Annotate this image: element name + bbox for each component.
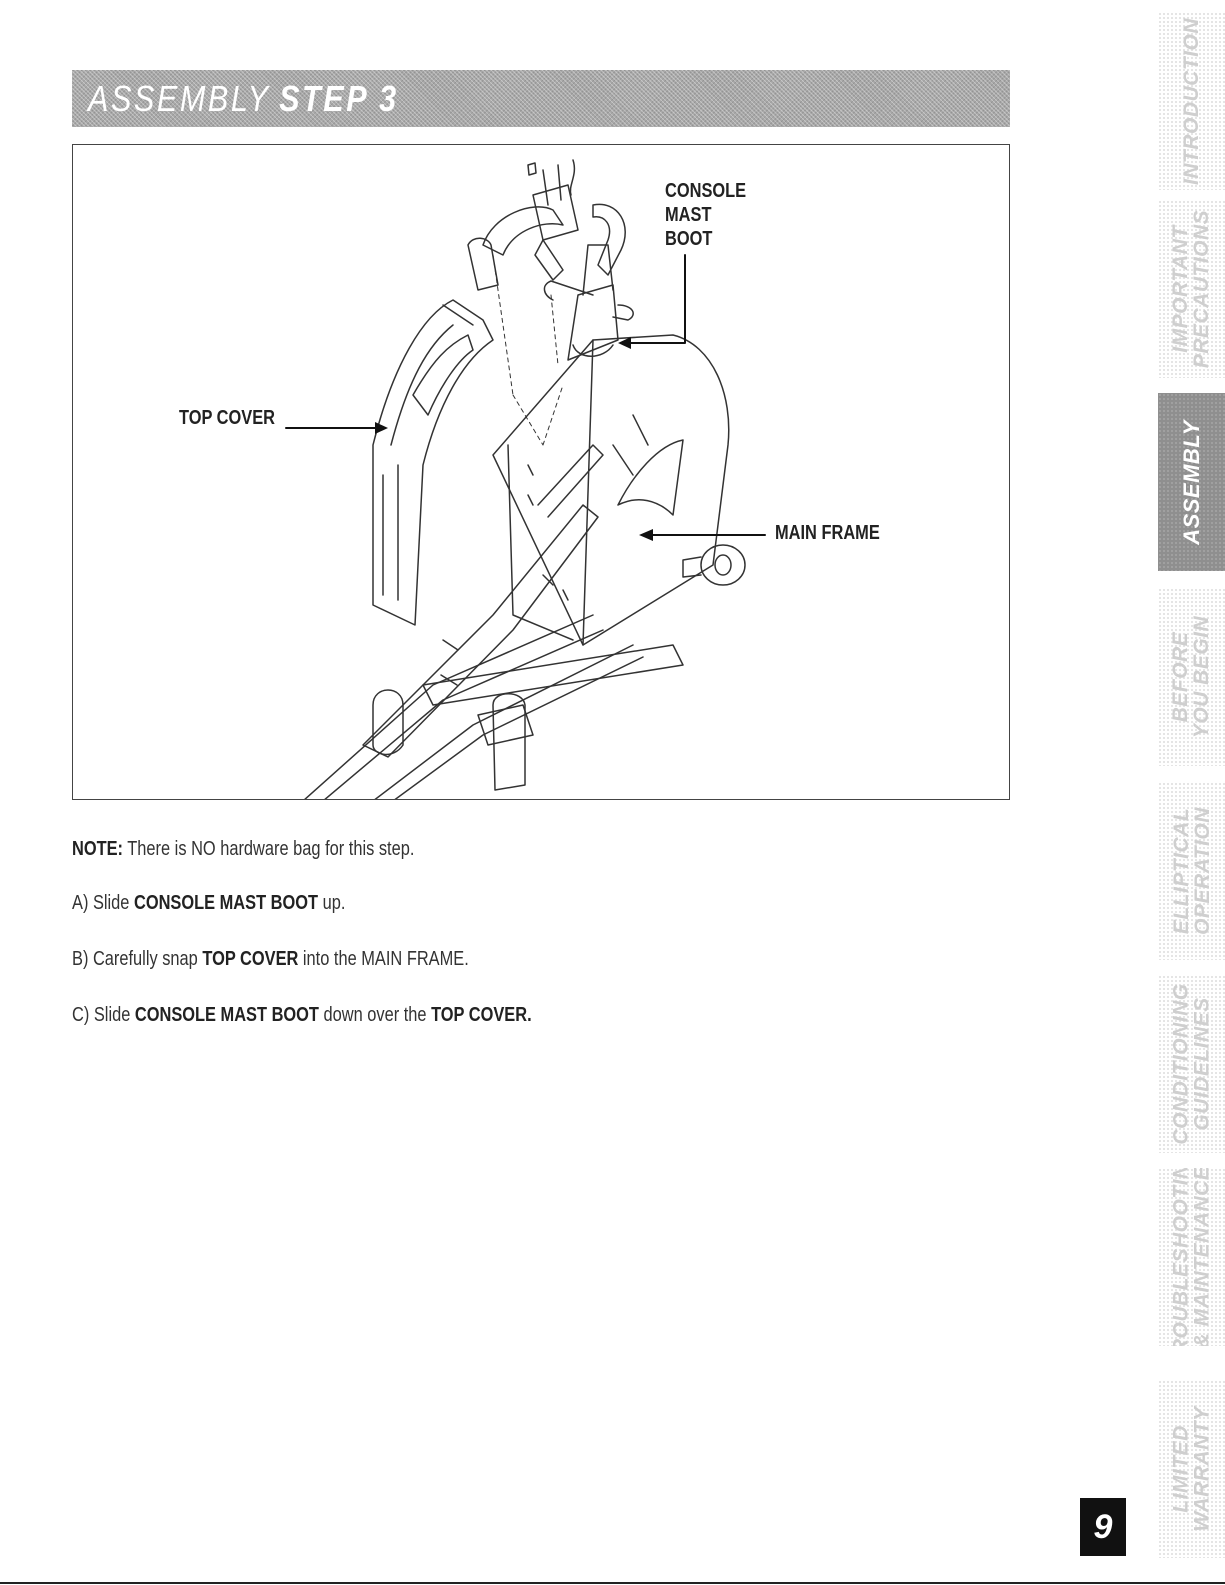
- tab-label: TROUBLESHOOTING& MAINTENANCE: [1169, 1168, 1214, 1346]
- tab-troubleshooting-maintenance[interactable]: TROUBLESHOOTING& MAINTENANCE: [1158, 1168, 1225, 1346]
- banner-title-light: ASSEMBLY: [88, 77, 271, 119]
- elliptical-illustration: [285, 159, 766, 799]
- base-rails: [304, 614, 684, 799]
- step-b: B) Carefully snap TOP COVER into the MAI…: [72, 948, 469, 971]
- leader-lines: [285, 254, 766, 541]
- step-a: A) Slide CONSOLE MAST BOOT up.: [72, 892, 345, 915]
- console-mast: [467, 159, 634, 446]
- label-main-frame: MAIN FRAME: [775, 522, 880, 544]
- step-c-middle: down over the: [318, 1004, 432, 1026]
- assembly-figure: CONSOLE MAST BOOT TOP COVER MAIN FRAME: [72, 144, 1010, 800]
- tab-label: INTRODUCTION: [1180, 17, 1203, 185]
- label-line-console: CONSOLE: [665, 180, 747, 202]
- step-b-bold: TOP COVER: [202, 948, 299, 970]
- label-line-mast: MAST: [665, 204, 712, 226]
- banner-title-bold: STEP 3: [279, 77, 399, 119]
- tab-assembly[interactable]: ASSEMBLY: [1158, 393, 1225, 571]
- label-line-boot: BOOT: [665, 228, 713, 250]
- step-b-suffix: into the MAIN FRAME.: [298, 948, 469, 970]
- top-cover-part: [372, 299, 494, 626]
- step-c-bold-1: CONSOLE MAST BOOT: [134, 1004, 319, 1026]
- footer-rule: [0, 1582, 1225, 1584]
- note-text: There is NO hardware bag for this step.: [123, 838, 415, 860]
- step-a-bold: CONSOLE MAST BOOT: [133, 892, 319, 914]
- step-c-bold-2: TOP COVER.: [431, 1004, 532, 1026]
- step-c-prefix: C) Slide: [72, 1004, 135, 1026]
- step-b-prefix: B) Carefully snap: [72, 948, 203, 970]
- tab-introduction[interactable]: INTRODUCTION: [1158, 12, 1225, 190]
- page-number: 9: [1080, 1498, 1126, 1556]
- note-label: NOTE:: [72, 838, 124, 860]
- pedal-arms: [362, 444, 604, 791]
- step-a-suffix: up.: [318, 892, 346, 914]
- label-console-mast-boot: CONSOLE MAST BOOT: [665, 179, 746, 251]
- note-line: NOTE: There is NO hardware bag for this …: [72, 838, 414, 861]
- step-c: C) Slide CONSOLE MAST BOOT down over the…: [72, 1004, 532, 1027]
- main-frame-part: [492, 334, 746, 646]
- label-top-cover: TOP COVER: [179, 407, 276, 429]
- step-a-prefix: A) Slide: [72, 892, 134, 914]
- tab-label: ASSEMBLY: [1179, 419, 1205, 545]
